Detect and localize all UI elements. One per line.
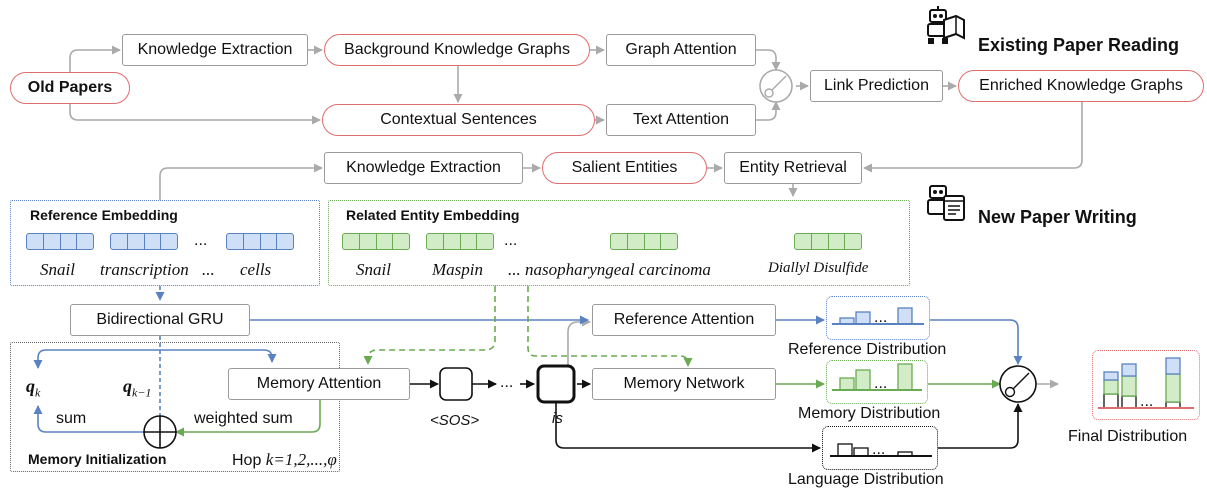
previous-query-vector-label: qk−1 bbox=[123, 376, 152, 400]
new-paper-writing-title: New Paper Writing bbox=[978, 207, 1137, 227]
graph-attention-box: Graph Attention bbox=[606, 34, 756, 66]
reference-word: ... bbox=[202, 260, 215, 279]
final-distribution-panel bbox=[1092, 350, 1200, 420]
language-distribution-label: Language Distribution bbox=[788, 471, 944, 488]
knowledge-extraction-top: Knowledge Extraction bbox=[122, 34, 308, 66]
link-prediction-box: Link Prediction bbox=[810, 70, 943, 102]
reference-embedding-panel bbox=[10, 200, 320, 286]
reference-embedding-title: Reference Embedding bbox=[30, 207, 178, 223]
final-distribution-label: Final Distribution bbox=[1068, 428, 1188, 445]
memory-network-box: Memory Network bbox=[592, 368, 776, 400]
sos-token-label: <SOS> bbox=[430, 412, 480, 429]
text-attention-box: Text Attention bbox=[606, 104, 756, 136]
enriched-kg-node: Enriched Knowledge Graphs bbox=[958, 70, 1204, 102]
contextual-sentences-node: Contextual Sentences bbox=[322, 104, 595, 136]
knowledge-extraction-mid: Knowledge Extraction bbox=[324, 152, 523, 184]
entity-embedding-ellipsis: ... bbox=[504, 232, 518, 249]
reference-distribution-label: Reference Distribution bbox=[788, 341, 947, 358]
is-token-label: is bbox=[552, 410, 563, 427]
bidirectional-gru-box: Bidirectional GRU bbox=[70, 304, 250, 336]
memory-attention-box: Memory Attention bbox=[228, 368, 410, 400]
reference-embedding-vector bbox=[110, 233, 178, 250]
entity-word: Diallyl Disulfide bbox=[768, 260, 869, 276]
weighted-sum-label: weighted sum bbox=[194, 410, 293, 427]
salient-entities-node: Salient Entities bbox=[542, 152, 707, 184]
reference-embedding-vector bbox=[226, 233, 294, 250]
entity-word: Maspin bbox=[432, 260, 483, 279]
memory-distribution-panel bbox=[826, 360, 928, 404]
background-kg-node: Background Knowledge Graphs bbox=[324, 34, 590, 66]
reference-distribution-panel bbox=[826, 296, 930, 340]
entity-embedding-vector bbox=[342, 233, 410, 250]
memory-distribution-label: Memory Distribution bbox=[798, 405, 941, 422]
query-vector-label: qk bbox=[26, 376, 41, 400]
entity-word: ... nasopharyngeal carcinoma bbox=[508, 260, 711, 279]
existing-paper-reading-title: Existing Paper Reading bbox=[978, 35, 1180, 55]
memory-initialization-title: Memory Initialization bbox=[28, 451, 167, 467]
bar-ellipsis: ... bbox=[874, 375, 887, 392]
bar-ellipsis: ... bbox=[872, 441, 885, 458]
decoder-ellipsis: ... bbox=[500, 374, 514, 391]
bar-ellipsis: ... bbox=[874, 309, 887, 326]
reference-word: transcription bbox=[100, 260, 189, 279]
switch-gate-icon bbox=[999, 365, 1037, 403]
reference-embedding-vector bbox=[26, 233, 94, 250]
memory-initialization-panel bbox=[10, 342, 340, 472]
reference-word: cells bbox=[240, 260, 272, 279]
sum-label: sum bbox=[56, 410, 87, 427]
language-distribution-panel bbox=[822, 426, 938, 470]
robot-writing-icon bbox=[927, 185, 965, 221]
decoder-cell-sos bbox=[439, 367, 473, 401]
reference-attention-box: Reference Attention bbox=[592, 304, 776, 336]
related-entity-embedding-panel bbox=[328, 200, 910, 286]
entity-embedding-vector bbox=[794, 233, 862, 250]
entity-retrieval-box: Entity Retrieval bbox=[724, 152, 862, 184]
entity-word: Snail bbox=[356, 260, 391, 279]
xor-sum-icon bbox=[143, 415, 177, 449]
reference-word: Snail bbox=[40, 260, 75, 279]
entity-embedding-vector bbox=[426, 233, 494, 250]
switch-gate-icon bbox=[759, 69, 793, 103]
hop-label: Hop k=1,2,...,φ bbox=[232, 450, 337, 469]
entity-embedding-vector bbox=[610, 233, 678, 250]
bar-ellipsis: ... bbox=[1140, 393, 1153, 410]
decoder-cell-is bbox=[536, 364, 576, 404]
old-papers-node: Old Papers bbox=[10, 72, 130, 104]
reference-embedding-ellipsis: ... bbox=[194, 232, 208, 249]
robot-reading-icon bbox=[927, 6, 965, 44]
related-entity-embedding-title: Related Entity Embedding bbox=[346, 207, 520, 223]
